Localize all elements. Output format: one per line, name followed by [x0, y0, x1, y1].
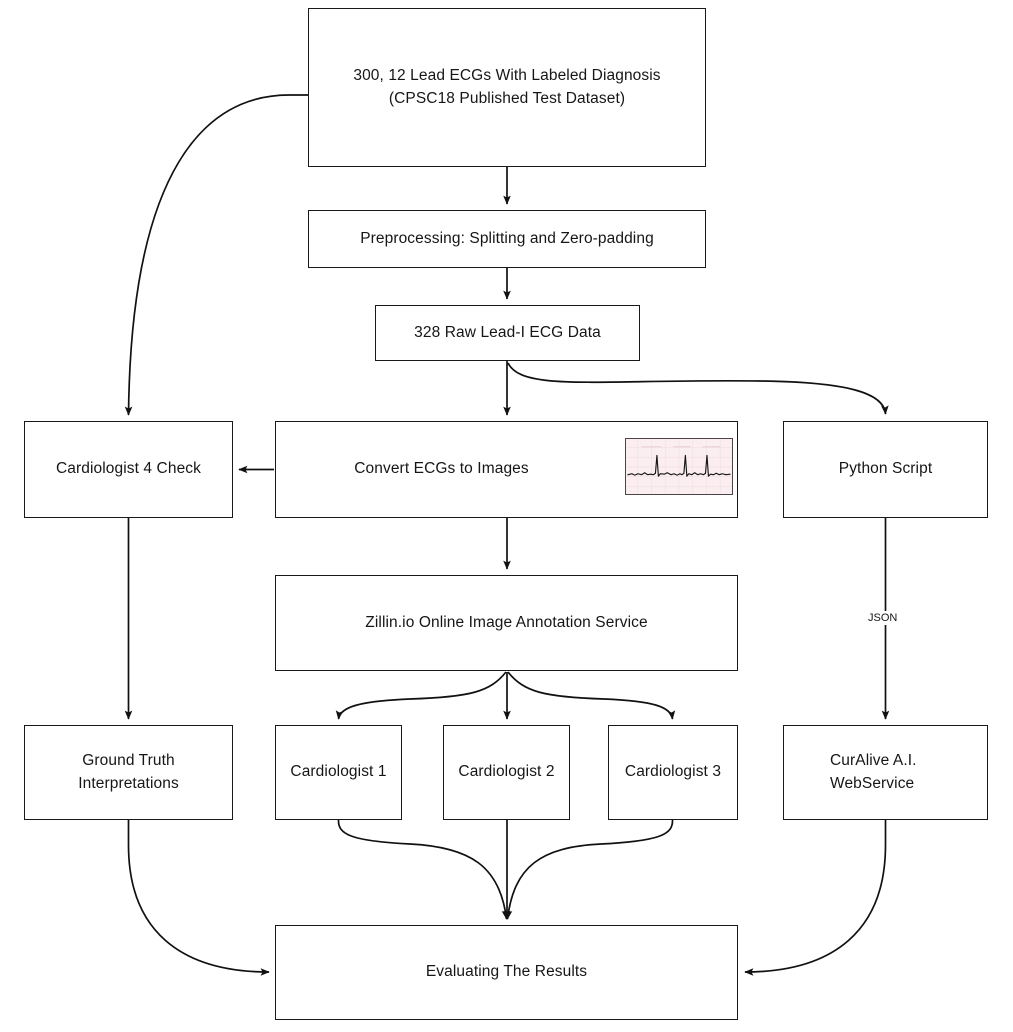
node-convert-ecgs-label: Convert ECGs to Images: [354, 460, 529, 478]
node-raw-lead-i-label: 328 Raw Lead-I ECG Data: [414, 323, 601, 341]
ecg-waveform-svg: [626, 439, 732, 494]
node-cardiologist-4-check-label: Cardiologist 4 Check: [55, 460, 201, 478]
node-zillin-label: Zillin.io Online Image Annotation Servic…: [365, 613, 648, 631]
node-cardiologist-1[interactable]: Cardiologist 1: [275, 725, 402, 820]
edge-cardiologist1-to-evaluating: [337, 819, 510, 920]
node-cardiologist-3-label: Cardiologist 3: [624, 763, 722, 781]
node-cardiologist-1-label: Cardiologist 1: [290, 763, 387, 781]
edge-dataset-to-cardiologist4: [124, 94, 308, 416]
edge-raw-to-python: [507, 362, 889, 415]
edge-cardiologist3-to-evaluating: [504, 819, 674, 920]
node-python-script[interactable]: Python Script: [783, 421, 988, 518]
node-cardiologist-2-label: Cardiologist 2: [458, 763, 555, 781]
edge-zillin-to-cardiologist3: [507, 671, 676, 720]
node-evaluating-label: Evaluating The Results: [425, 963, 588, 981]
node-zillin[interactable]: Zillin.io Online Image Annotation Servic…: [275, 575, 738, 671]
edge-groundtruth-to-evaluating: [127, 820, 270, 976]
node-cardiologist-3[interactable]: Cardiologist 3: [608, 725, 738, 820]
node-cardiologist-2[interactable]: Cardiologist 2: [443, 725, 570, 820]
node-dataset-label: 300, 12 Lead ECGs With Labeled Diagnosis…: [353, 67, 661, 107]
edge-zillin-to-cardiologist1: [335, 671, 507, 720]
node-preprocessing-label: Preprocessing: Splitting and Zero-paddin…: [360, 229, 654, 247]
node-cardiologist-4-check[interactable]: Cardiologist 4 Check: [24, 421, 233, 518]
edge-label-json: JSON: [865, 611, 901, 625]
node-curalive-label: CurAlive A.I. WebService: [830, 752, 917, 792]
node-curalive[interactable]: CurAlive A.I. WebService: [783, 725, 988, 820]
edge-curalive-to-evaluating: [744, 820, 887, 976]
node-ground-truth-label: Ground Truth Interpretations: [78, 752, 179, 792]
node-evaluating[interactable]: Evaluating The Results: [275, 925, 738, 1020]
ecg-waveform-thumbnail: [625, 438, 733, 495]
node-python-script-label: Python Script: [838, 460, 933, 478]
node-ground-truth[interactable]: Ground Truth Interpretations: [24, 725, 233, 820]
node-raw-lead-i[interactable]: 328 Raw Lead-I ECG Data: [375, 305, 640, 361]
node-dataset[interactable]: 300, 12 Lead ECGs With Labeled Diagnosis…: [308, 8, 706, 167]
node-preprocessing[interactable]: Preprocessing: Splitting and Zero-paddin…: [308, 210, 706, 268]
